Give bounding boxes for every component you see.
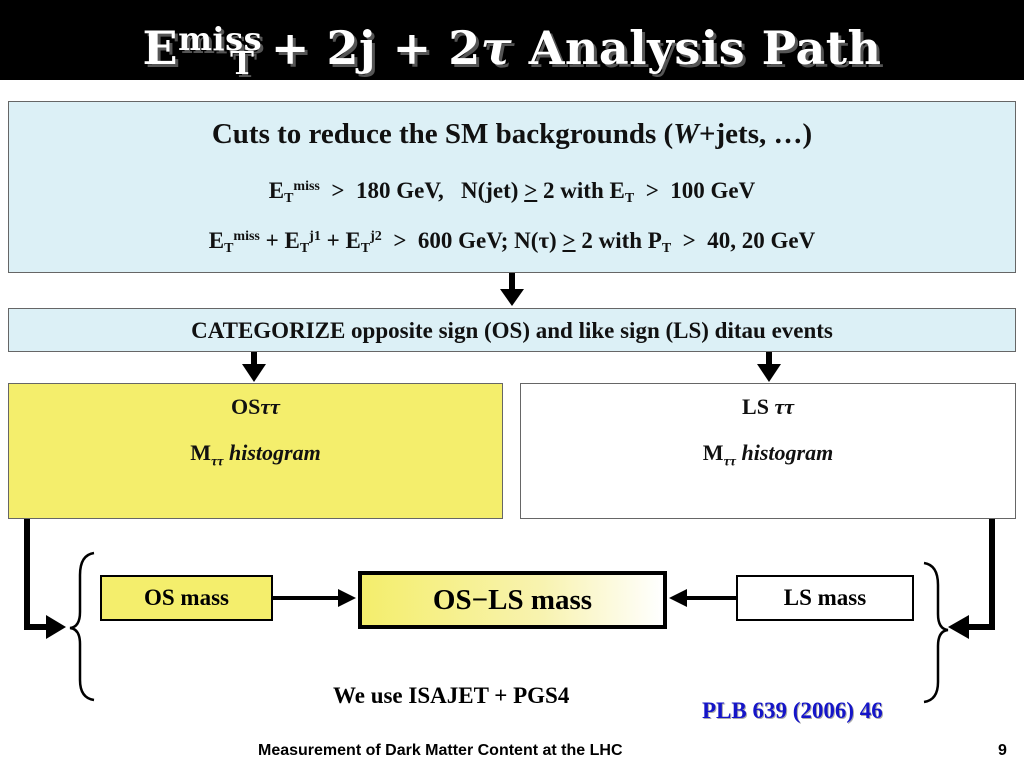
l3-t4: 2 with P xyxy=(575,228,662,253)
right-brace xyxy=(923,561,949,704)
footer-title: Measurement of Dark Matter Content at th… xyxy=(258,742,623,759)
cuts-heading-w: W xyxy=(673,118,699,150)
l3-sup1: miss xyxy=(233,229,260,244)
os-box-sub: ττ xyxy=(211,454,224,470)
arrowhead-osls-left xyxy=(338,589,356,607)
arrow-ls-down-left xyxy=(965,519,995,630)
left-brace xyxy=(69,551,95,702)
arrowhead-os xyxy=(242,364,266,382)
l2-sub1: T xyxy=(284,191,294,206)
slide-title: EmissT + 2j + 2τ Analysis Path xyxy=(0,4,1024,98)
l2-sub2: T xyxy=(624,191,635,206)
os-tautau-box: OSττ Mττ histogram xyxy=(8,383,503,519)
title-sup: miss xyxy=(178,20,263,58)
cuts-heading: Cuts to reduce the SM backgrounds (W+jet… xyxy=(9,118,1015,151)
cuts-box: Cuts to reduce the SM backgrounds (W+jet… xyxy=(8,101,1016,273)
reference-citation: PLB 639 (2006) 46 xyxy=(702,698,883,723)
title-bar xyxy=(0,0,1024,80)
l3-t1: + E xyxy=(259,228,300,253)
arrowhead-right-brace xyxy=(948,615,969,639)
ls-box-m: M xyxy=(702,440,724,465)
l2-sup1: miss xyxy=(293,179,320,194)
l2-ge: > xyxy=(524,178,538,203)
os-box-title-tau: ττ xyxy=(260,394,280,419)
cuts-heading-pre: Cuts to reduce the SM backgrounds ( xyxy=(211,118,674,150)
page-number: 9 xyxy=(998,742,1007,759)
l3-sub1: T xyxy=(224,241,234,256)
os-mass-box: OS mass xyxy=(100,575,273,621)
arrowhead-left-brace xyxy=(46,615,66,639)
title-rest2: Analysis Path xyxy=(512,21,882,75)
title-rest1: + 2j + 2 xyxy=(254,21,481,75)
ls-box-title-tau: ττ xyxy=(774,394,794,419)
os-box-m: M xyxy=(190,440,212,465)
ls-box-sub: ττ xyxy=(723,454,736,470)
ls-box-title: LS ττ xyxy=(521,394,1015,420)
title-sub: T xyxy=(230,44,255,82)
l3-e1: E xyxy=(208,228,225,253)
arrowhead-ls xyxy=(757,364,781,382)
l3-t2: + E xyxy=(320,228,361,253)
ls-box-title-pre: LS xyxy=(742,394,775,419)
os-ls-mass-box: OS−LS mass xyxy=(358,571,667,629)
l3-sub3: T xyxy=(360,241,371,256)
os-box-hist: histogram xyxy=(223,440,321,465)
ls-mass-box: LS mass xyxy=(736,575,914,621)
arrowhead-cuts xyxy=(500,289,524,306)
ls-box-hist: histogram xyxy=(736,440,834,465)
footer: Measurement of Dark Matter Content at th… xyxy=(0,742,1024,768)
cuts-heading-post: +jets, …) xyxy=(699,118,813,150)
l2-t2: 2 with E xyxy=(537,178,625,203)
l3-ge: > xyxy=(562,228,576,253)
l3-sup3: j2 xyxy=(370,229,382,244)
l2-e1: E xyxy=(268,178,285,203)
cuts-line-sum: ETmiss + ETj1 + ETj2 > 600 GeV; N(τ) > 2… xyxy=(9,228,1015,257)
categorize-box: CATEGORIZE opposite sign (OS) and like s… xyxy=(8,308,1016,352)
l3-sub4: T xyxy=(661,241,672,256)
l2-t1: > 180 GeV, N(jet) xyxy=(319,178,525,203)
ls-box-histogram: Mττ histogram xyxy=(521,440,1015,470)
os-box-histogram: Mττ histogram xyxy=(9,440,502,470)
l2-t3: > 100 GeV xyxy=(634,178,756,203)
os-box-title: OSττ xyxy=(9,394,502,420)
arrowhead-osls-right xyxy=(669,589,687,607)
l3-t5: > 40, 20 GeV xyxy=(671,228,816,253)
l3-sup2: j1 xyxy=(309,229,321,244)
l3-t3: > 600 GeV; N(τ) xyxy=(381,228,563,253)
l3-sub2: T xyxy=(299,241,310,256)
arrow-os-down-right xyxy=(24,519,50,630)
generator-note: We use ISAJET + PGS4 xyxy=(333,683,570,708)
title-e: E xyxy=(142,21,179,75)
os-box-title-pre: OS xyxy=(231,394,261,419)
ls-tautau-box: LS ττ Mττ histogram xyxy=(520,383,1016,519)
title-tau: τ xyxy=(480,21,513,75)
cuts-line-met: ETmiss > 180 GeV, N(jet) > 2 with ET > 1… xyxy=(9,178,1015,207)
